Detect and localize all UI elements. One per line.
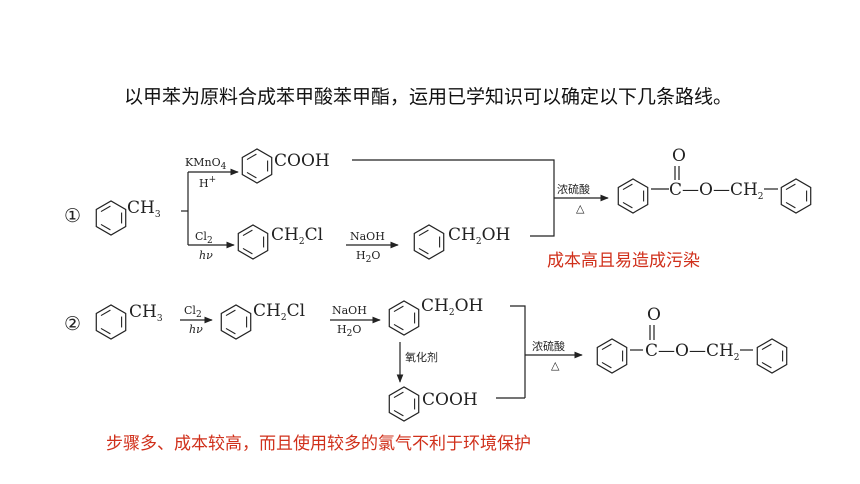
route1-hydrolysis-reagent: NaOH bbox=[350, 230, 385, 243]
route1-benzyl-alcohol-group: CH2OH bbox=[448, 225, 510, 247]
route2-note: 步骤多、成本较高，而且使用较多的氯气不利于环境保护 bbox=[106, 434, 531, 454]
route2-chlorination-condition: hν bbox=[189, 323, 203, 336]
route1-acid-connector bbox=[352, 159, 555, 182]
route1-ester-chain: C—O—CH2 bbox=[669, 180, 764, 202]
route2-benzoic-acid-cooh: COOH bbox=[422, 390, 478, 410]
route1-benzyl-chloride-ring bbox=[237, 224, 269, 260]
route1-alcohol-connector bbox=[530, 182, 555, 237]
route1-benzoic-acid-cooh: COOH bbox=[274, 151, 330, 171]
route1-benzyl-chloride-group: CH2Cl bbox=[271, 225, 323, 247]
route2-toluene-ring bbox=[95, 304, 127, 340]
route2-ester-ring-right bbox=[756, 338, 788, 374]
route2-benzyl-chloride-group: CH2Cl bbox=[253, 301, 305, 323]
route1-oxidation-condition: H+ bbox=[199, 175, 216, 190]
route2-esterification-reagent: 浓硫酸 bbox=[532, 339, 565, 353]
route2-benzyl-alcohol-group: CH2OH bbox=[421, 296, 483, 318]
route2-oxidant: 氧化剂 bbox=[405, 350, 438, 364]
route2-chlorination-reagent: Cl2 bbox=[184, 304, 202, 320]
route1-chlorination-reagent: Cl2 bbox=[195, 230, 213, 246]
route2-alcohol-connector bbox=[510, 305, 526, 398]
route1-toluene-ch3: CH3 bbox=[127, 198, 161, 220]
route2-benzoic-acid-ring bbox=[388, 386, 420, 422]
route2-benzyl-alcohol-ring bbox=[388, 300, 420, 336]
route1-chlorination-condition: hν bbox=[199, 249, 213, 262]
route1-marker: ① bbox=[64, 205, 81, 227]
route2-ester-carbonyl-o: O bbox=[647, 305, 661, 325]
route2-hydrolysis-condition: H2O bbox=[337, 323, 361, 339]
route1-esterification-reagent: 浓硫酸 bbox=[557, 182, 590, 196]
route1-hydrolysis-condition: H2O bbox=[356, 249, 380, 265]
route2-toluene-ch3: CH3 bbox=[129, 302, 163, 324]
route2-ester-chain: C—O—CH2 bbox=[645, 341, 740, 363]
route1-toluene-ring bbox=[95, 200, 127, 236]
route2-esterification-condition: △ bbox=[551, 359, 560, 372]
route1-ester-ring-right bbox=[780, 178, 812, 214]
route2-hydrolysis-reagent: NaOH bbox=[332, 304, 367, 317]
route1-benzyl-alcohol-ring bbox=[413, 224, 445, 260]
route1-ester-carbonyl-o: O bbox=[672, 146, 686, 166]
route1-benzoic-acid-ring bbox=[241, 148, 273, 184]
route2-marker: ② bbox=[64, 313, 81, 335]
route2-ester-ring-left bbox=[596, 338, 628, 374]
route1-ester-ring-left bbox=[617, 178, 649, 214]
route1-oxidation-reagent: KMnO4 bbox=[185, 156, 227, 172]
route1-note: 成本高且易造成污染 bbox=[547, 251, 700, 271]
page-heading: 以甲苯为原料合成苯甲酸苯甲酯，运用已学知识可以确定以下几条路线。 bbox=[124, 86, 733, 108]
route2-benzyl-chloride-ring bbox=[220, 304, 252, 340]
route1-esterification-condition: △ bbox=[576, 202, 585, 215]
